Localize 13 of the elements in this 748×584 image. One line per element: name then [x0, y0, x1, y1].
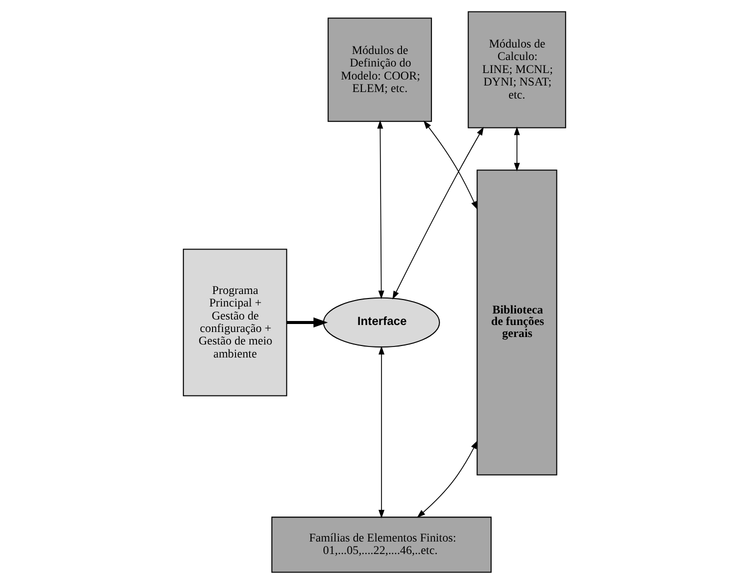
node-box: Programa Principal + Gestão de configuração + Gestão de meio ambiente: [182, 248, 287, 396]
arrow: [513, 126, 520, 172]
node-box: Módulos de Definição do Modelo: COOR; ELEM; etc.: [327, 18, 432, 122]
node-box: Famílias de Elementos Finitos: 01,...05,....22,....46,..etc.: [270, 516, 492, 573]
node-ellipse: Interface: [322, 297, 440, 348]
arrow: [286, 317, 328, 328]
arrow: [378, 346, 384, 518]
arrow: [422, 120, 478, 210]
arrow: [376, 120, 384, 300]
arrow: [392, 126, 484, 300]
node-box: Biblioteca de funções gerais: [476, 170, 557, 476]
node-box: Módulos de Calculo: LINE; MCNL; DYNI; NSAT; etc.: [467, 11, 566, 128]
arrow: [416, 440, 478, 518]
